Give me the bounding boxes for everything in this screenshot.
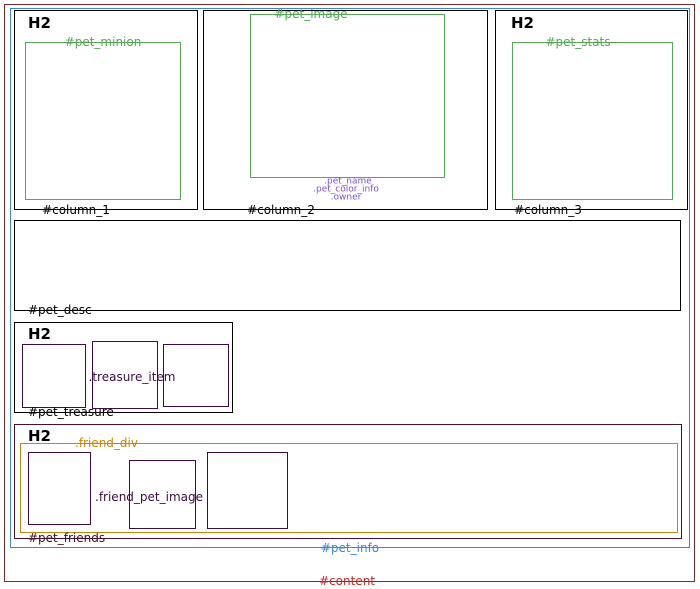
pet-desc-box [14, 220, 681, 311]
column-3-box [495, 10, 688, 210]
pet-minion-label: #pet_minion [64, 35, 142, 49]
pet-stats-label: #pet_stats [545, 35, 611, 49]
treasure-item [22, 344, 86, 408]
column-3-heading: H2 [511, 14, 534, 32]
content-box [4, 4, 695, 582]
pet-color-info-label: .pet_color_info [313, 184, 379, 195]
friend-pet-image [129, 460, 196, 529]
pet-treasure-box [14, 322, 233, 413]
pet-friends-heading: H2 [28, 427, 51, 445]
friend-div-label: .friend_div [75, 436, 138, 450]
content-label: #content [319, 574, 375, 588]
pet-image-label: #pet_image [274, 7, 348, 21]
friend-pet-image-label: .friend_pet_image [95, 490, 203, 504]
treasure-item [163, 344, 229, 407]
column-3-label: #column_3 [514, 203, 582, 217]
treasure-item-label: .treasure_item [88, 370, 176, 384]
pet-info-label: #pet_info [320, 541, 380, 555]
pet-info-box [10, 8, 690, 548]
column-2-label: #column_2 [247, 203, 315, 217]
friend-pet-image [207, 452, 288, 529]
treasure-item [92, 341, 158, 409]
pet-name-label: .pet_name [324, 176, 372, 187]
column-1-heading: H2 [28, 14, 51, 32]
pet-treasure-label: #pet_treasure [28, 405, 114, 419]
friend-pet-image [28, 452, 91, 525]
pet-friends-box [14, 424, 682, 539]
pet-treasure-heading: H2 [28, 325, 51, 343]
column-1-label: #column_1 [42, 203, 110, 217]
friend-div-box [20, 443, 678, 533]
pet-stats-box [512, 42, 673, 200]
owner-label: .owner [330, 192, 362, 203]
pet-desc-label: #pet_desc [28, 303, 92, 317]
column-1-box [14, 10, 198, 210]
pet-minion-box [25, 42, 181, 200]
pet-image-box [250, 14, 445, 178]
pet-friends-label: #pet_friends [28, 531, 106, 545]
column-2-box [203, 10, 488, 210]
